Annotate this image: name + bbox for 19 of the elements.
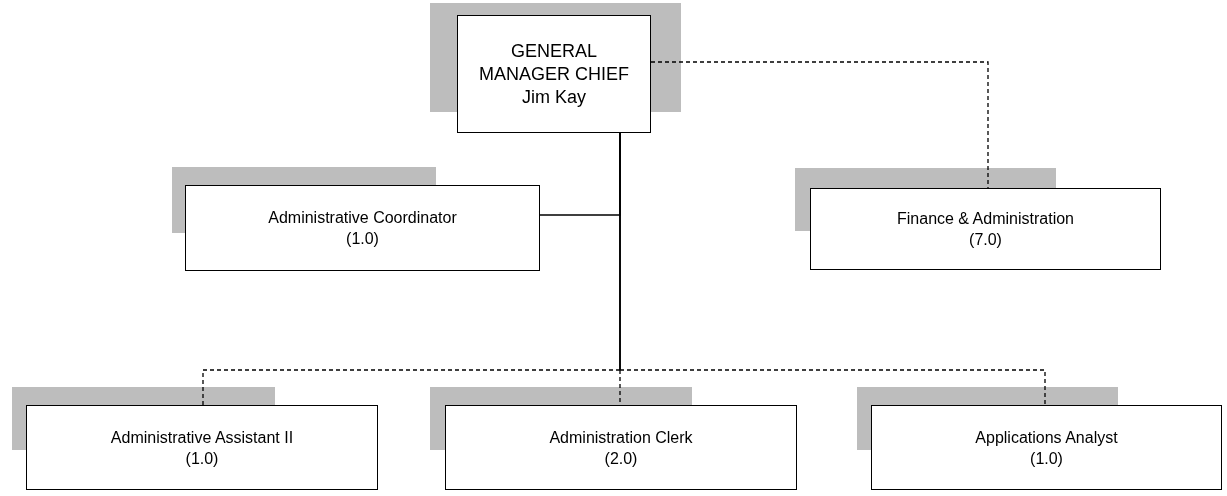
staff-count: (7.0) [968,230,1003,250]
staff-count: (2.0) [603,448,639,469]
org-box [810,188,1161,270]
position-title: Administrative Assistant II [109,427,295,448]
position-title: Administration Clerk [548,427,694,448]
staff-count: (1.0) [345,229,380,249]
staff-count: (1.0) [1029,448,1064,469]
staff-count: (1.0) [184,448,220,469]
org-box [457,15,651,133]
position-title: Applications Analyst [974,427,1119,448]
connector-line [619,132,1046,406]
person-name: Jim Kay [521,85,587,109]
position-title: GENERAL MANAGER CHIEF [478,39,630,86]
org-box [445,405,797,490]
org-box [871,405,1222,490]
position-title: Administrative Coordinator [267,208,458,228]
org-box [26,405,378,490]
position-title: Finance & Administration [896,209,1075,229]
org-box [185,185,540,271]
